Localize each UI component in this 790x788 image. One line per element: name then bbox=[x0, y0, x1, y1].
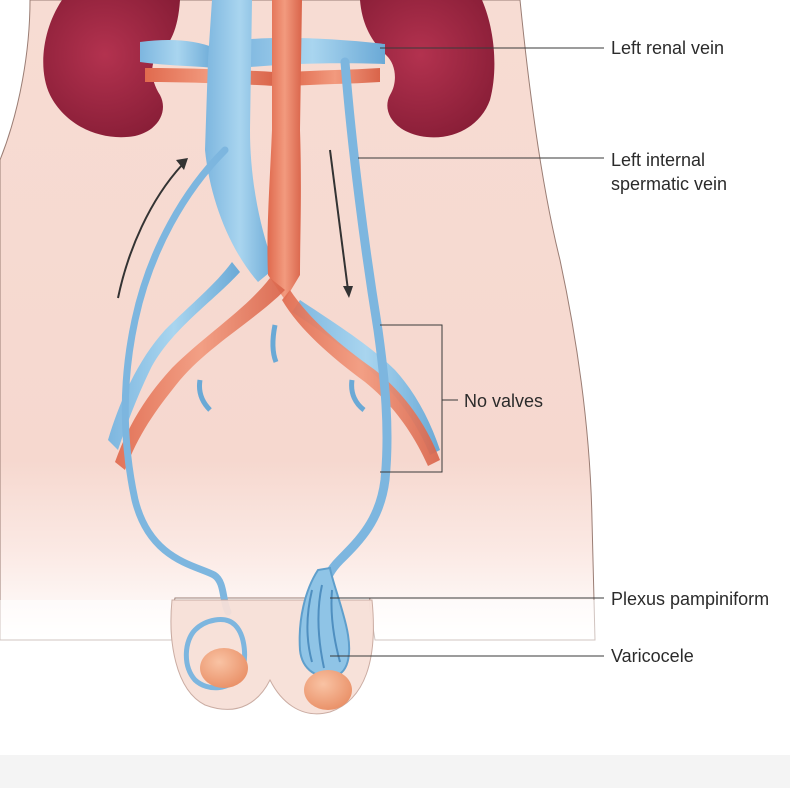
label-left-renal-vein: Left renal vein bbox=[611, 38, 725, 58]
label-varicocele: Varicocele bbox=[611, 646, 694, 666]
vessel-stub-1 bbox=[270, 324, 279, 363]
left-kidney bbox=[360, 0, 495, 138]
vessel-stub-2 bbox=[197, 379, 212, 412]
inferior-vena-cava bbox=[205, 0, 275, 282]
label-no-valves: No valves bbox=[464, 391, 544, 411]
vessel-stub-3 bbox=[349, 379, 366, 412]
right-iliac-artery bbox=[115, 278, 285, 470]
label-spermatic-line2: spermatic vein bbox=[611, 174, 728, 194]
left-testis bbox=[304, 670, 352, 710]
label-left-internal-spermatic-vein: Left internal spermatic vein bbox=[611, 148, 727, 196]
label-plexus-pampiniform: Plexus pampiniform bbox=[611, 589, 770, 609]
left-renal-artery bbox=[290, 68, 380, 86]
footer-bar bbox=[0, 755, 790, 788]
no-valves-bracket bbox=[380, 324, 458, 473]
aorta bbox=[267, 0, 302, 300]
right-testis bbox=[200, 648, 248, 688]
label-spermatic-line1: Left internal bbox=[611, 150, 706, 170]
leader-lines bbox=[330, 47, 604, 657]
left-iliac-artery bbox=[282, 290, 440, 466]
right-iliac-vein bbox=[108, 262, 240, 450]
right-renal-vein-branch bbox=[140, 40, 215, 68]
arrow-up-icon bbox=[117, 158, 188, 299]
right-spermatic-vein bbox=[121, 146, 232, 616]
arrow-down-icon bbox=[329, 149, 353, 298]
left-internal-spermatic-vein bbox=[319, 57, 392, 595]
right-kidney bbox=[43, 0, 180, 138]
